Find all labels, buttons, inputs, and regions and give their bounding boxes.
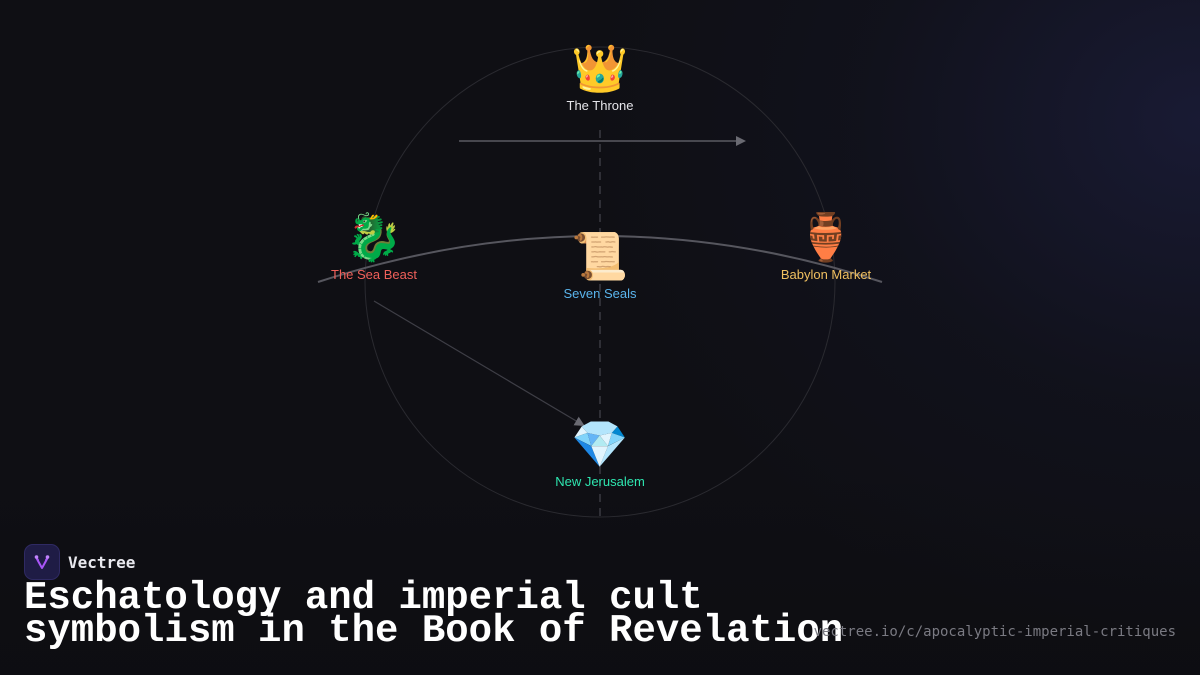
orbit-circle (364, 46, 836, 518)
node-label: The Throne (566, 98, 634, 113)
node-babylon-market[interactable]: 🏺 Babylon Market (781, 211, 871, 282)
node-the-sea-beast[interactable]: 🐉 The Sea Beast (331, 211, 417, 282)
edge-arc-beast-babylon (317, 235, 883, 283)
brand: Vectree (24, 544, 135, 580)
amphora-icon: 🏺 (797, 211, 855, 263)
dragon-icon: 🐉 (345, 211, 403, 263)
node-seven-seals[interactable]: 📜 Seven Seals (564, 230, 637, 301)
vectree-fork-icon (24, 544, 60, 580)
node-label: Babylon Market (780, 267, 872, 282)
title-line-2: symbolism in the Book of Revelation (24, 609, 844, 653)
gem-icon: 💎 (571, 418, 629, 470)
node-new-jerusalem[interactable]: 💎 New Jerusalem (555, 418, 645, 489)
crown-icon: 👑 (571, 42, 629, 94)
node-label: Seven Seals (563, 286, 637, 301)
source-url[interactable]: vectree.io/c/apocalyptic-imperial-critiq… (813, 624, 1176, 640)
node-the-throne[interactable]: 👑 The Throne (567, 42, 634, 113)
node-label: New Jerusalem (555, 474, 645, 489)
brand-name: Vectree (68, 552, 136, 572)
node-label: The Sea Beast (331, 267, 417, 282)
scroll-icon: 📜 (571, 230, 629, 282)
title-line-1: Eschatology and imperial cult (24, 576, 703, 620)
edge-beast-jerusalem (373, 300, 585, 427)
page-title: Eschatology and imperial cult symbolism … (24, 579, 843, 651)
